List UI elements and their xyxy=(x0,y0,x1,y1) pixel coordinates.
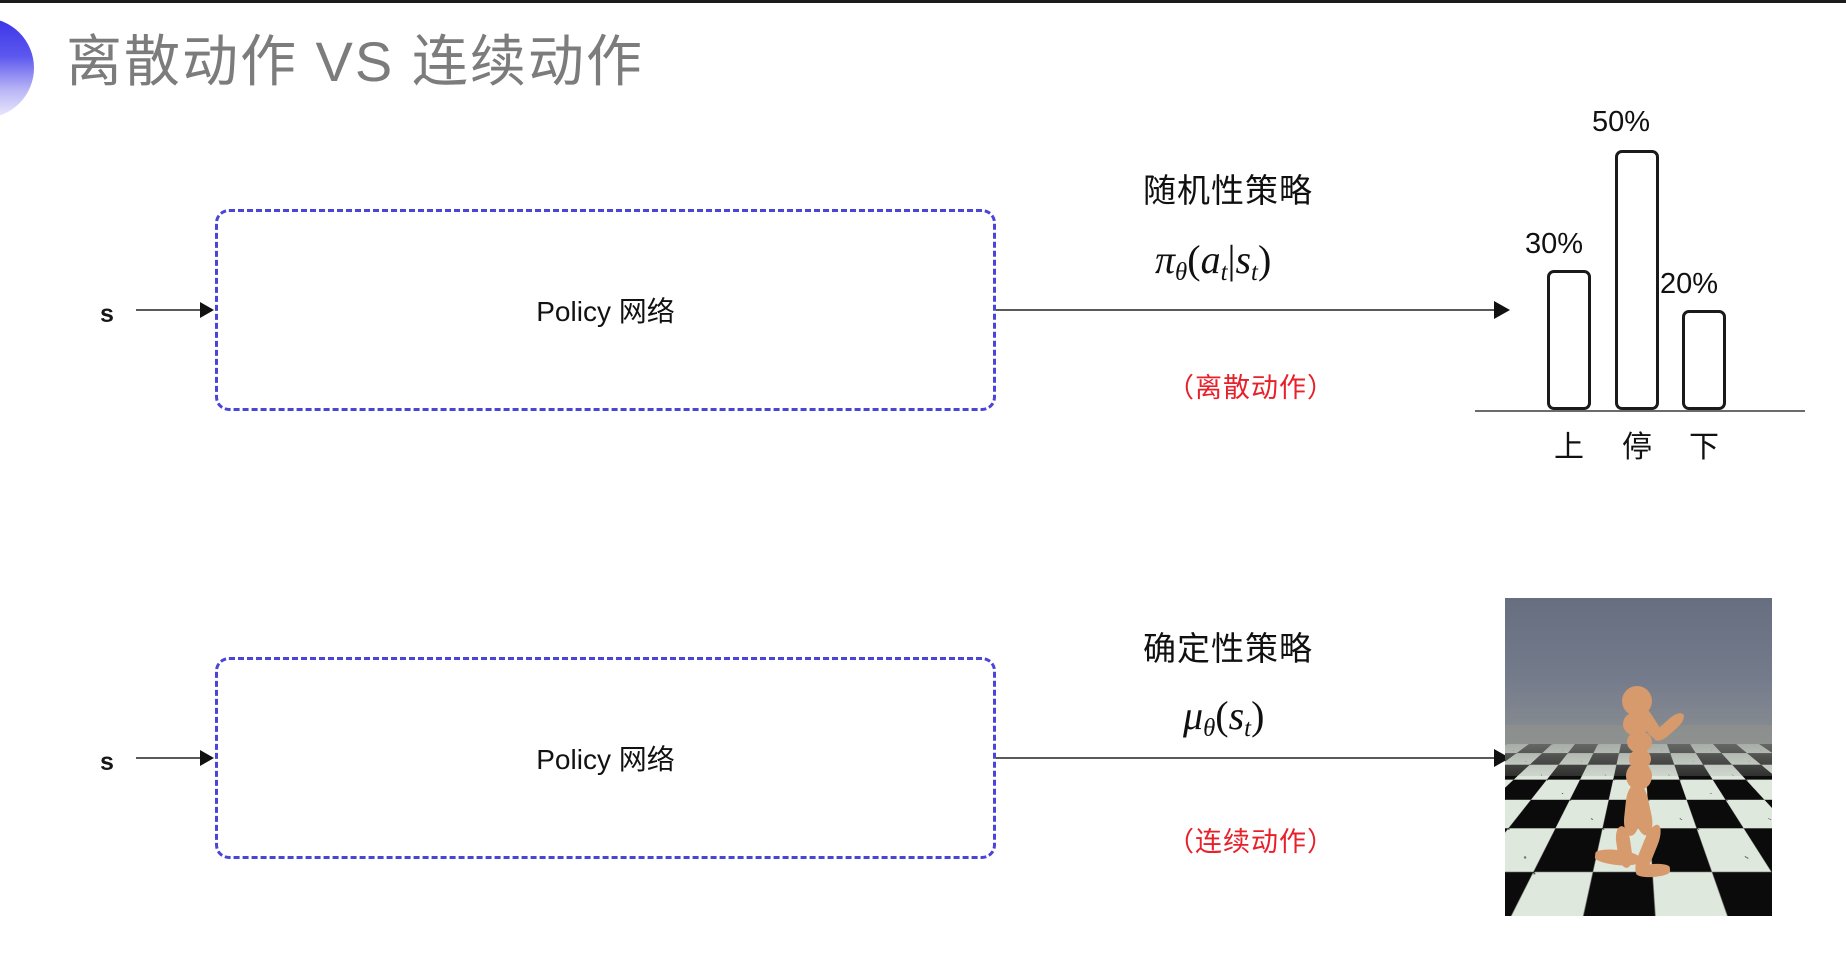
row1-policy-type-label: 随机性策略 xyxy=(1143,172,1313,209)
bar-category-2: 下 xyxy=(1689,431,1719,464)
row2-output-arrow xyxy=(996,757,1508,759)
row1-formula-close: ) xyxy=(1257,237,1272,282)
row2-formula-open: ( xyxy=(1215,693,1229,738)
row2-input-state-label: s xyxy=(100,748,114,776)
row2-formula-head: μ xyxy=(1183,693,1204,738)
row1-formula-arg2-sub: t xyxy=(1251,258,1258,286)
row1-formula-open: ( xyxy=(1187,237,1201,282)
row2-action-type-note: （连续动作） xyxy=(1167,827,1335,857)
row2-policy-type-label: 确定性策略 xyxy=(1143,630,1313,667)
row1-output-arrow xyxy=(996,309,1508,311)
row1-policy-formula: πθ(at|st) xyxy=(1155,236,1271,287)
row1-policy-network-box[interactable]: Policy 网络 xyxy=(215,209,996,411)
row2-formula-arg1-sub: t xyxy=(1244,714,1252,742)
title-bullet-icon xyxy=(0,18,34,118)
row1-formula-bar: | xyxy=(1227,237,1236,282)
bar-value-0: 30% xyxy=(1524,228,1584,260)
row1-formula-arg2: s xyxy=(1235,237,1252,282)
row1-input-state-label: s xyxy=(100,300,114,328)
bar-value-2: 20% xyxy=(1659,268,1719,300)
row1-formula-arg1: a xyxy=(1200,237,1221,282)
top-edge-rule xyxy=(0,0,1846,3)
row2-policy-network-box[interactable]: Policy 网络 xyxy=(215,657,996,859)
page-title: 离散动作 VS 连续动作 xyxy=(66,30,644,93)
row2-input-arrow xyxy=(136,757,212,759)
row2-policy-formula: μθ(st) xyxy=(1183,692,1264,743)
humanoid-simulation-image xyxy=(1505,598,1772,916)
row2-formula-head-sub: θ xyxy=(1203,714,1216,742)
row1-action-type-note: （离散动作） xyxy=(1167,373,1335,403)
bar-value-1: 50% xyxy=(1591,106,1651,138)
bar-category-0: 上 xyxy=(1554,431,1584,464)
row1-formula-head: π xyxy=(1155,237,1176,282)
discrete-action-bar-chart: 30% 上 50% 停 20% 下 xyxy=(1470,100,1830,464)
chart-baseline-axis xyxy=(1475,410,1805,412)
row1-formula-head-sub: θ xyxy=(1175,258,1188,286)
bar-1 xyxy=(1615,150,1659,410)
bar-0 xyxy=(1547,270,1591,410)
row1-formula-arg1-sub: t xyxy=(1220,258,1228,286)
bar-2 xyxy=(1682,310,1726,410)
row1-policy-network-label: Policy 网络 xyxy=(536,296,675,327)
row2-formula-arg1: s xyxy=(1228,693,1245,738)
row2-policy-network-label: Policy 网络 xyxy=(536,744,675,775)
row1-input-arrow xyxy=(136,309,212,311)
bar-category-1: 停 xyxy=(1622,431,1652,464)
row2-formula-close: ) xyxy=(1251,693,1265,738)
